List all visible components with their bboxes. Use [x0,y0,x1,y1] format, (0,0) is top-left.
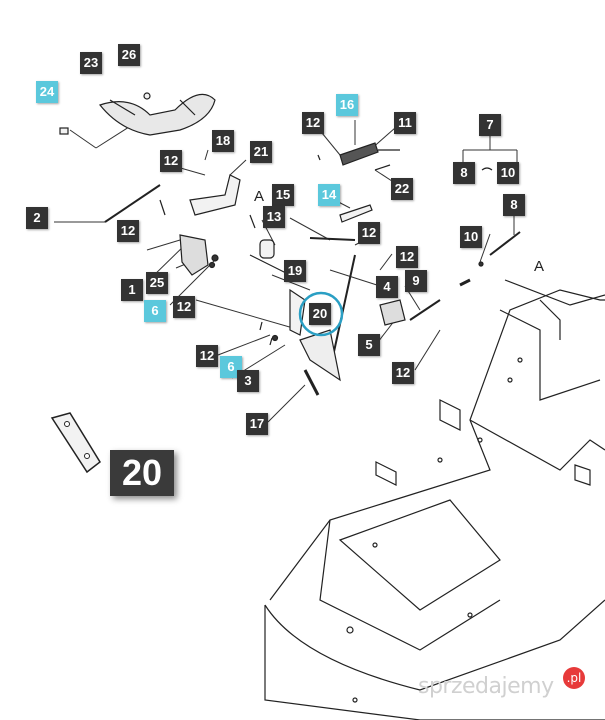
part-label: 12 [196,345,218,367]
watermark-text: sprzedajemy [418,674,554,699]
part-label: 11 [394,112,416,134]
part-label: 25 [146,272,168,294]
watermark-badge: .pl [563,667,585,689]
part-label: 4 [376,276,398,298]
part-label: 14 [318,184,340,206]
part-label: 21 [250,141,272,163]
part-label: 24 [36,81,58,103]
detail-label-20: 20 [110,450,174,496]
highlight-circle-20 [298,291,344,337]
part-label: 26 [118,44,140,66]
part-label: 5 [358,334,380,356]
part-label: 2 [26,207,48,229]
part-label: 12 [396,246,418,268]
part-label: 3 [237,370,259,392]
view-marker-a: A [534,258,545,275]
part-label: 8 [453,162,475,184]
part-label: 18 [212,130,234,152]
view-marker-a: A [254,188,265,205]
part-label: 9 [405,270,427,292]
part-label: 22 [391,178,413,200]
part-label: 12 [302,112,324,134]
part-label: 6 [220,356,242,378]
part-label: 12 [173,296,195,318]
part-label: 12 [117,220,139,242]
part-label: 8 [503,194,525,216]
frame-chassis [264,279,605,720]
parts-drawing [59,92,521,396]
detail-part-20 [50,412,101,474]
part-label: 17 [246,413,268,435]
part-label: 19 [284,260,306,282]
part-label: 23 [80,52,102,74]
part-label: 6 [144,300,166,322]
part-label: 12 [358,222,380,244]
part-label: 10 [497,162,519,184]
part-label: 7 [479,114,501,136]
part-label: 1 [121,279,143,301]
part-label: 15 [272,184,294,206]
part-label: 16 [336,94,358,116]
part-label: 13 [263,206,285,228]
part-label: 20 [309,303,331,325]
part-label: 12 [392,362,414,384]
part-label: 10 [460,226,482,248]
part-label: 12 [160,150,182,172]
